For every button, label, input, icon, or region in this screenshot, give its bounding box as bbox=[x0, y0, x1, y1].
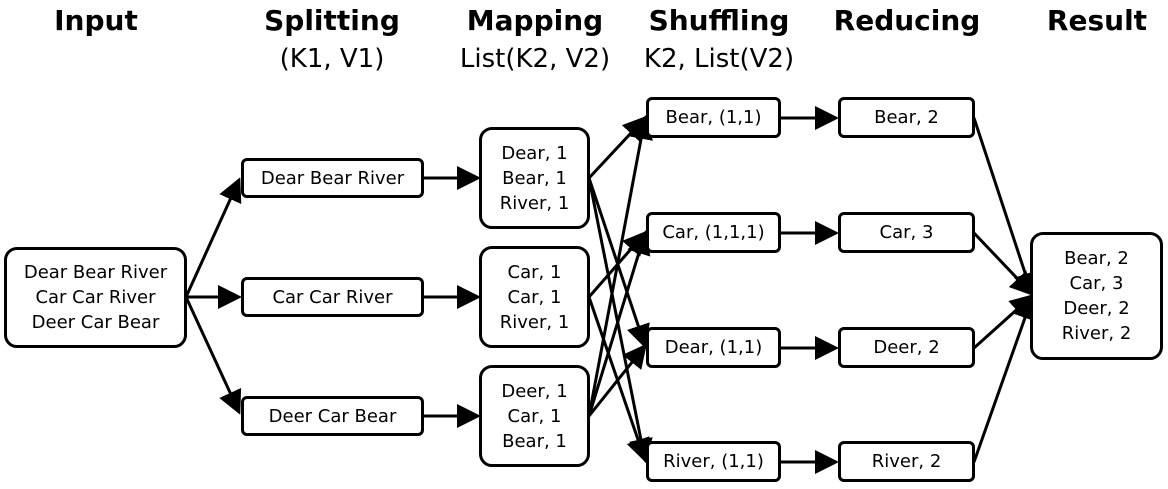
input-line: Car Car River bbox=[35, 287, 156, 308]
split-text: Dear Bear River bbox=[260, 167, 405, 189]
arrow-reduce1-to-result bbox=[972, 117, 1037, 297]
shuffle-text: Bear, (1,1) bbox=[665, 107, 762, 128]
result-line: River, 2 bbox=[1061, 323, 1132, 344]
shuffle-text: River, (1,1) bbox=[663, 451, 764, 472]
input-line: Deer Car Bear bbox=[31, 312, 160, 333]
reduce-box: Bear, 2 bbox=[838, 97, 975, 138]
shuffle-box: Bear, (1,1) bbox=[646, 97, 781, 138]
arrow-map1-to-river bbox=[587, 177, 653, 463]
map-line: Car, 1 bbox=[507, 261, 562, 283]
reduce-text: River, 2 bbox=[871, 451, 942, 472]
split-box: Car Car River bbox=[241, 277, 424, 317]
result-line: Car, 3 bbox=[1069, 273, 1124, 294]
stage-subtitle-mapping: List(K2, V2) bbox=[459, 44, 611, 74]
map-line: Dear, 1 bbox=[501, 142, 568, 164]
arrow-map3-to-car bbox=[587, 230, 651, 417]
reduce-box: River, 2 bbox=[838, 441, 975, 482]
map-line: Bear, 1 bbox=[502, 430, 567, 452]
stage-title-result: Result bbox=[1046, 4, 1148, 37]
map-line: Bear, 1 bbox=[502, 167, 567, 189]
arrow-map3-to-bear bbox=[587, 115, 653, 417]
stage-subtitle-shuffling: K2, List(V2) bbox=[643, 44, 795, 74]
reduce-text: Bear, 2 bbox=[874, 107, 939, 128]
arrow-reduce2-to-result bbox=[972, 231, 1035, 297]
map-line: Deer, 1 bbox=[501, 380, 568, 402]
result-line: Deer, 2 bbox=[1063, 298, 1130, 319]
reduce-box: Deer, 2 bbox=[838, 327, 975, 368]
result-box: Bear, 2 Car, 3 Deer, 2 River, 2 bbox=[1030, 232, 1163, 360]
stage-subtitle-splitting: (K1, V1) bbox=[279, 44, 385, 74]
map-line: Car, 1 bbox=[507, 405, 562, 427]
map-box: Dear, 1 Bear, 1 River, 1 bbox=[479, 127, 590, 229]
arrow-map2-to-river bbox=[587, 296, 650, 463]
arrow-input-to-split-3 bbox=[184, 296, 242, 415]
result-line: Bear, 2 bbox=[1064, 248, 1129, 269]
stage-title-splitting: Splitting bbox=[264, 4, 400, 37]
map-box: Car, 1 Car, 1 River, 1 bbox=[479, 246, 590, 348]
shuffle-text: Car, (1,1,1) bbox=[662, 222, 765, 243]
split-text: Deer Car Bear bbox=[268, 405, 397, 427]
stage-title-input: Input bbox=[54, 4, 138, 37]
stage-title-reducing: Reducing bbox=[833, 4, 981, 37]
reduce-box: Car, 3 bbox=[838, 212, 975, 253]
split-box: Deer Car Bear bbox=[241, 396, 424, 436]
reduce-text: Car, 3 bbox=[879, 222, 934, 243]
arrow-input-to-split-1 bbox=[184, 177, 242, 298]
arrow-reduce4-to-result bbox=[972, 295, 1037, 463]
input-line: Dear Bear River bbox=[23, 262, 168, 283]
map-line: Car, 1 bbox=[507, 286, 562, 308]
map-line: River, 1 bbox=[499, 311, 570, 333]
reduce-text: Deer, 2 bbox=[873, 337, 940, 358]
arrow-map3-to-dear bbox=[587, 343, 647, 417]
stage-title-mapping: Mapping bbox=[466, 4, 604, 37]
shuffle-box: Dear, (1,1) bbox=[646, 327, 781, 368]
stage-title-shuffling: Shuffling bbox=[648, 4, 790, 37]
map-box: Deer, 1 Car, 1 Bear, 1 bbox=[479, 365, 590, 467]
input-box: Dear Bear River Car Car River Deer Car B… bbox=[4, 247, 187, 348]
shuffle-text: Dear, (1,1) bbox=[664, 337, 763, 358]
split-box: Dear Bear River bbox=[241, 158, 424, 198]
shuffle-box: Car, (1,1,1) bbox=[646, 212, 781, 253]
map-line: River, 1 bbox=[499, 192, 570, 214]
shuffle-box: River, (1,1) bbox=[646, 441, 781, 482]
split-text: Car Car River bbox=[272, 286, 393, 308]
